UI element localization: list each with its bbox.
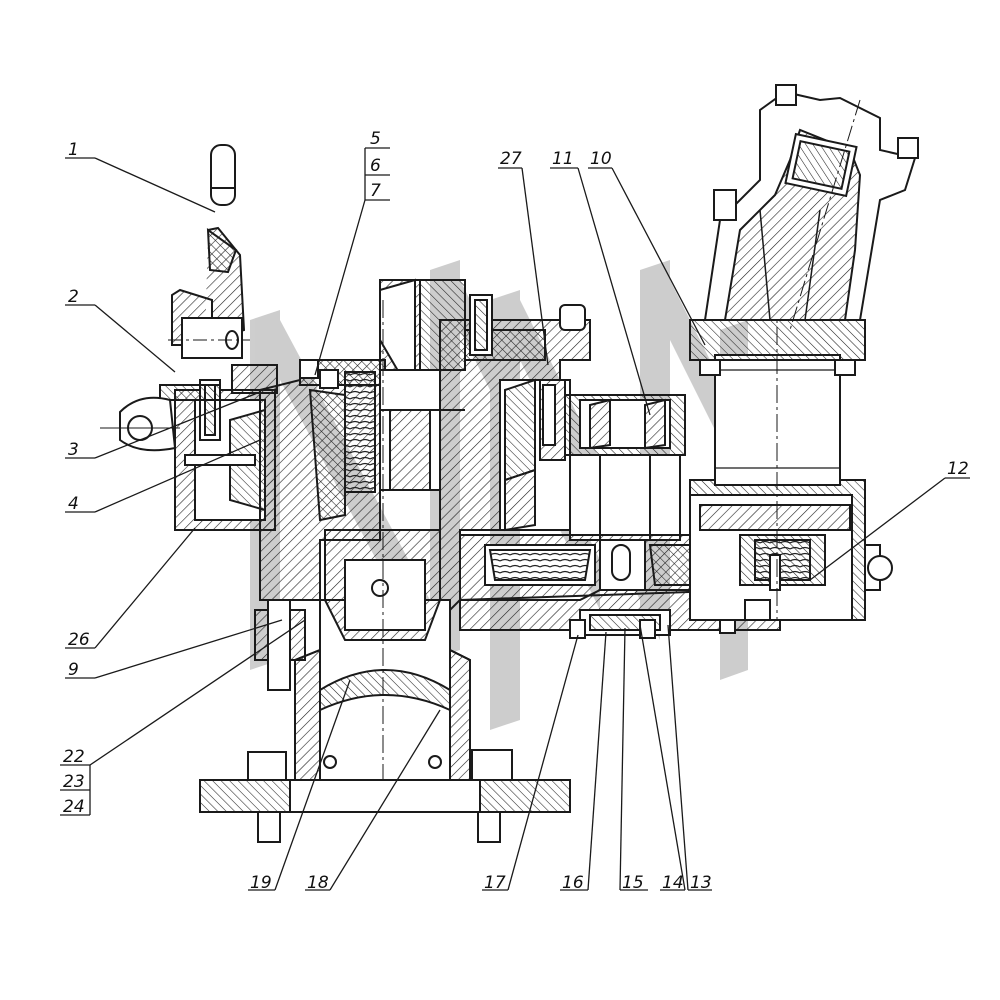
motor-cylinder (689, 240, 866, 620)
callout-5: 5 (370, 129, 381, 149)
base-plate (199, 599, 571, 843)
right-gear-casing-12 (689, 479, 893, 621)
callout-9: 9 (68, 660, 79, 680)
callout-27: 27 (500, 149, 522, 169)
callout-13: 13 (690, 873, 712, 893)
callout-4: 4 (68, 494, 79, 514)
callout-26: 26 (68, 630, 90, 650)
callout-16: 16 (562, 873, 584, 893)
lower-gear-pair (459, 534, 746, 602)
callout-17: 17 (484, 873, 506, 893)
callout-18: 18 (307, 873, 329, 893)
callout-12: 12 (947, 459, 969, 479)
shift-lever (168, 144, 250, 359)
callout-10: 10 (590, 149, 612, 169)
callout-15: 15 (622, 873, 644, 893)
callout-7: 7 (370, 181, 381, 201)
intermediate-gear-11 (564, 394, 686, 541)
right-bearing-stack (499, 378, 571, 532)
callout-3: 3 (68, 440, 79, 460)
callout-19: 19 (250, 873, 272, 893)
callout-22: 22 (63, 747, 85, 767)
eye-bolt (100, 396, 180, 452)
callout-23: 23 (63, 772, 85, 792)
callout-6: 6 (370, 156, 381, 176)
pedestal-bracket (294, 300, 471, 810)
callout-2: 2 (68, 287, 79, 307)
callout-1: 1 (68, 140, 79, 160)
leader-lines (60, 147, 970, 891)
hydraulic-motor-head (703, 84, 919, 331)
callout-14: 14 (662, 873, 684, 893)
callout-24: 24 (63, 797, 85, 817)
callout-11: 11 (552, 149, 574, 169)
left-bearing-housing (159, 364, 278, 531)
